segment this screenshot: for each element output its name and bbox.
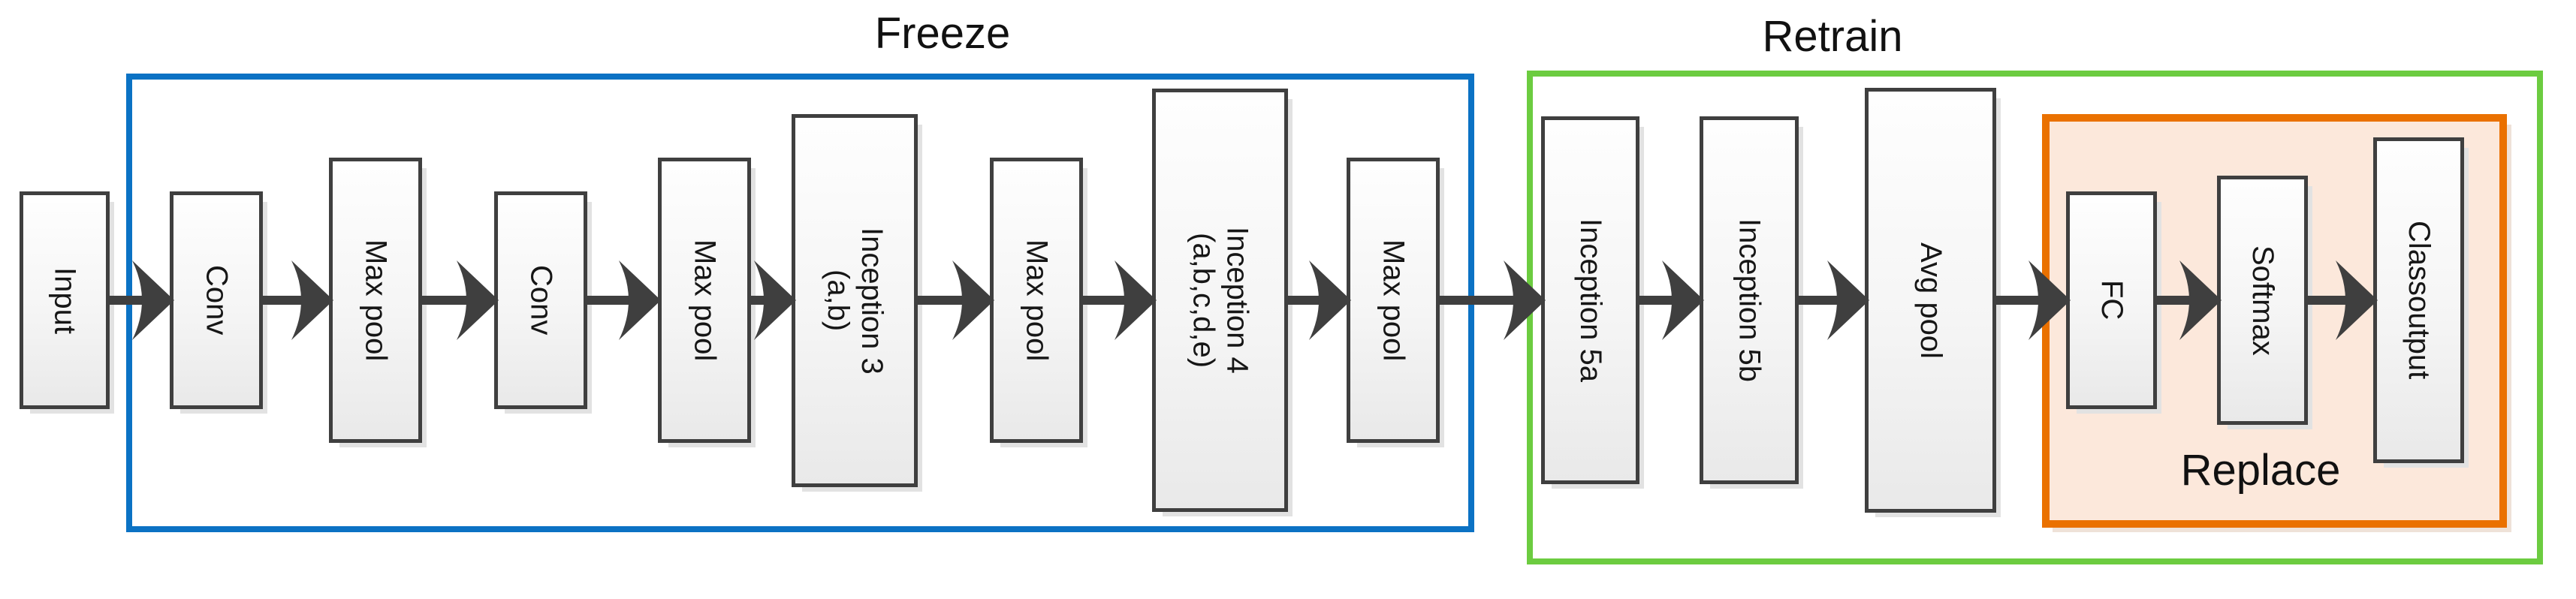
node-max-pool-4: Max pool: [1347, 158, 1440, 443]
node-label: Inception 5b: [1733, 218, 1766, 382]
node-label: Classoutput: [2402, 221, 2436, 380]
flow-arrow: [751, 259, 796, 342]
node-label: Softmax: [2246, 245, 2279, 356]
retrain-label: Retrain: [1762, 12, 1903, 61]
node-label: Max pool: [1020, 239, 1054, 362]
flow-arrow: [422, 259, 499, 342]
flow-arrow: [1996, 259, 2071, 342]
node-inception-5a: Inception 5a: [1541, 116, 1639, 484]
node-conv-2: Conv: [494, 191, 587, 409]
flow-arrow: [918, 259, 994, 342]
retrain-frame: [1527, 71, 2543, 564]
node-softmax: Softmax: [2217, 176, 2308, 425]
node-max-pool-3: Max pool: [990, 158, 1083, 443]
flow-arrow: [1639, 259, 1704, 342]
flow-arrow: [2157, 259, 2222, 342]
flow-arrow: [110, 259, 174, 342]
node-label: Conv: [200, 265, 234, 336]
flow-arrow: [587, 259, 661, 342]
node-label: Inception 5a: [1573, 218, 1607, 382]
node-inception-3: Inception 3 (a,b): [792, 114, 918, 487]
flow-arrow: [263, 259, 333, 342]
node-label: Max pool: [1377, 239, 1410, 362]
replace-label: Replace: [2180, 446, 2341, 495]
node-label: Avg pool: [1914, 242, 1947, 359]
flow-arrow: [1440, 259, 1546, 342]
node-input: Input: [20, 191, 110, 409]
node-label: Input: [48, 266, 82, 334]
node-label: Inception 4 (a,b,c,d,e): [1187, 227, 1254, 374]
node-label: Max pool: [688, 239, 722, 362]
node-label: Max pool: [359, 239, 393, 362]
node-label: Inception 3 (a,b): [822, 227, 888, 375]
node-fc: FC: [2066, 191, 2157, 409]
node-max-pool-2: Max pool: [658, 158, 751, 443]
flow-arrow: [1083, 259, 1157, 342]
flow-arrow: [1288, 259, 1351, 342]
node-conv-1: Conv: [170, 191, 263, 409]
freeze-label: Freeze: [874, 9, 1011, 58]
node-label: FC: [2095, 280, 2128, 321]
node-inception-5b: Inception 5b: [1700, 116, 1799, 484]
flow-arrow: [1799, 259, 1869, 342]
node-label: Conv: [524, 265, 558, 336]
node-avg-pool: Avg pool: [1865, 88, 1996, 513]
node-classoutput: Classoutput: [2373, 137, 2464, 463]
node-inception-4: Inception 4 (a,b,c,d,e): [1152, 89, 1288, 512]
flow-arrow: [2307, 259, 2378, 342]
node-max-pool-1: Max pool: [329, 158, 422, 443]
